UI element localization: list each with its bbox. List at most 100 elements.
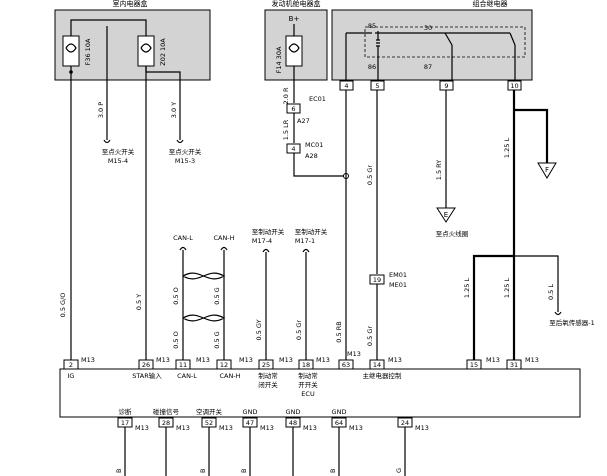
svg-text:至制动开关: 至制动开关 <box>252 227 285 236</box>
svg-text:GND: GND <box>332 408 347 416</box>
ground-symbol-e <box>436 207 456 223</box>
svg-text:0.5 GY: 0.5 GY <box>255 319 263 340</box>
svg-text:15: 15 <box>470 361 478 369</box>
svg-text:11: 11 <box>179 361 187 369</box>
svg-text:1.25 L: 1.25 L <box>503 278 511 299</box>
combo-relay-title: 组合继电器 <box>473 0 508 8</box>
svg-text:M13: M13 <box>388 356 402 364</box>
svg-text:G: G <box>395 468 403 473</box>
interior-fuse-box: 室内电器盒 F36 10A Z02 10A <box>54 0 211 81</box>
relay-outline <box>364 26 526 58</box>
svg-text:M13: M13 <box>486 356 500 364</box>
svg-text:M17-4: M17-4 <box>252 237 272 245</box>
svg-text:M15-4: M15-4 <box>108 157 128 165</box>
interior-fuse-box-title: 室内电器盒 <box>113 0 148 8</box>
svg-text:18: 18 <box>302 361 310 369</box>
svg-text:30: 30 <box>424 24 432 32</box>
svg-text:IG: IG <box>68 372 75 380</box>
fuse-f36 <box>62 35 80 67</box>
ecu-top-pins: 2 M13 26 M13 11 M13 12 M13 25 M13 18 M13… <box>63 350 539 370</box>
svg-text:M13: M13 <box>349 424 363 432</box>
ground-symbol-f <box>537 162 557 179</box>
svg-text:0.5 G/O: 0.5 G/O <box>59 293 67 318</box>
svg-text:0.5 Gr: 0.5 Gr <box>366 326 374 346</box>
svg-text:闭开关: 闭开关 <box>258 380 278 389</box>
svg-text:CAN-L: CAN-L <box>173 234 193 242</box>
svg-text:主继电器控制: 主继电器控制 <box>363 371 403 380</box>
svg-text:MC01: MC01 <box>305 141 323 149</box>
svg-text:至制动开关: 至制动开关 <box>295 227 328 236</box>
svg-text:M13: M13 <box>279 356 293 364</box>
svg-text:2: 2 <box>69 361 73 369</box>
fuse-f14 <box>285 35 303 67</box>
svg-text:3.0 Y: 3.0 Y <box>170 102 178 118</box>
svg-text:0.5 Gr: 0.5 Gr <box>366 165 374 185</box>
svg-text:M13: M13 <box>525 356 539 364</box>
svg-text:5: 5 <box>375 82 379 90</box>
svg-text:F: F <box>545 166 549 174</box>
svg-text:诊断: 诊断 <box>119 407 133 416</box>
svg-text:52: 52 <box>205 419 213 427</box>
svg-text:0.5 RB: 0.5 RB <box>335 321 343 342</box>
svg-text:85: 85 <box>368 22 376 30</box>
svg-text:M13: M13 <box>196 356 210 364</box>
svg-text:31: 31 <box>510 361 518 369</box>
svg-text:0.5 O: 0.5 O <box>172 287 180 305</box>
svg-text:87: 87 <box>424 63 432 71</box>
svg-text:空调开关: 空调开关 <box>196 407 223 416</box>
svg-text:1.5 LR: 1.5 LR <box>282 119 290 140</box>
combo-relay-box: 组合继电器 85 30 86 87 <box>331 0 533 81</box>
fuse-z02-label: Z02 10A <box>159 38 167 66</box>
svg-text:ME01: ME01 <box>389 281 407 289</box>
svg-text:EM01: EM01 <box>389 271 407 279</box>
svg-text:6: 6 <box>291 105 295 113</box>
svg-text:47: 47 <box>246 419 254 427</box>
svg-text:1.25 L: 1.25 L <box>463 278 471 299</box>
fuse-f36-label: F36 10A <box>84 38 92 65</box>
svg-text:B: B <box>115 469 123 473</box>
svg-text:0.5 G: 0.5 G <box>213 287 221 304</box>
svg-text:M13: M13 <box>347 350 361 358</box>
svg-text:E: E <box>444 211 448 219</box>
svg-text:0.5 O: 0.5 O <box>172 331 180 349</box>
svg-text:至点火开关: 至点火开关 <box>169 147 202 156</box>
svg-text:制动常: 制动常 <box>258 371 278 380</box>
svg-text:CAN-L: CAN-L <box>177 372 197 380</box>
twisted-pair-top <box>182 272 226 280</box>
svg-text:开开关: 开开关 <box>298 380 318 389</box>
svg-text:M13: M13 <box>156 356 170 364</box>
svg-text:10: 10 <box>510 82 518 90</box>
svg-text:63: 63 <box>342 361 350 369</box>
svg-text:17: 17 <box>121 419 129 427</box>
svg-text:GND: GND <box>243 408 258 416</box>
svg-text:64: 64 <box>335 419 343 427</box>
svg-text:9: 9 <box>444 82 448 90</box>
svg-text:48: 48 <box>289 419 297 427</box>
svg-text:A27: A27 <box>297 117 310 125</box>
svg-text:B: B <box>329 469 337 473</box>
svg-text:至点火开关: 至点火开关 <box>102 147 135 156</box>
svg-text:M13: M13 <box>81 356 95 364</box>
b-plus-label: B+ <box>289 15 300 23</box>
svg-text:4: 4 <box>291 145 295 153</box>
svg-text:GND: GND <box>286 408 301 416</box>
svg-text:M15-3: M15-3 <box>175 157 195 165</box>
svg-text:4: 4 <box>344 82 348 90</box>
svg-text:M13: M13 <box>415 424 429 432</box>
svg-text:26: 26 <box>142 361 150 369</box>
fuse-z02 <box>137 35 155 67</box>
engine-fuse-box-title: 发动机舱电器盒 <box>272 0 321 8</box>
svg-text:A28: A28 <box>305 152 318 160</box>
svg-text:B: B <box>199 469 207 473</box>
svg-text:0.5 L: 0.5 L <box>547 284 555 300</box>
svg-text:3.0 P: 3.0 P <box>97 102 105 118</box>
svg-text:至点火线圈: 至点火线圈 <box>436 229 469 238</box>
svg-text:CAN-H: CAN-H <box>219 372 240 380</box>
fuse-f14-label: F14 30A <box>275 46 283 73</box>
svg-text:2.0 R: 2.0 R <box>282 87 290 104</box>
svg-text:12: 12 <box>220 361 228 369</box>
svg-text:28: 28 <box>162 419 170 427</box>
svg-text:M17-1: M17-1 <box>295 237 315 245</box>
svg-text:M13: M13 <box>176 424 190 432</box>
